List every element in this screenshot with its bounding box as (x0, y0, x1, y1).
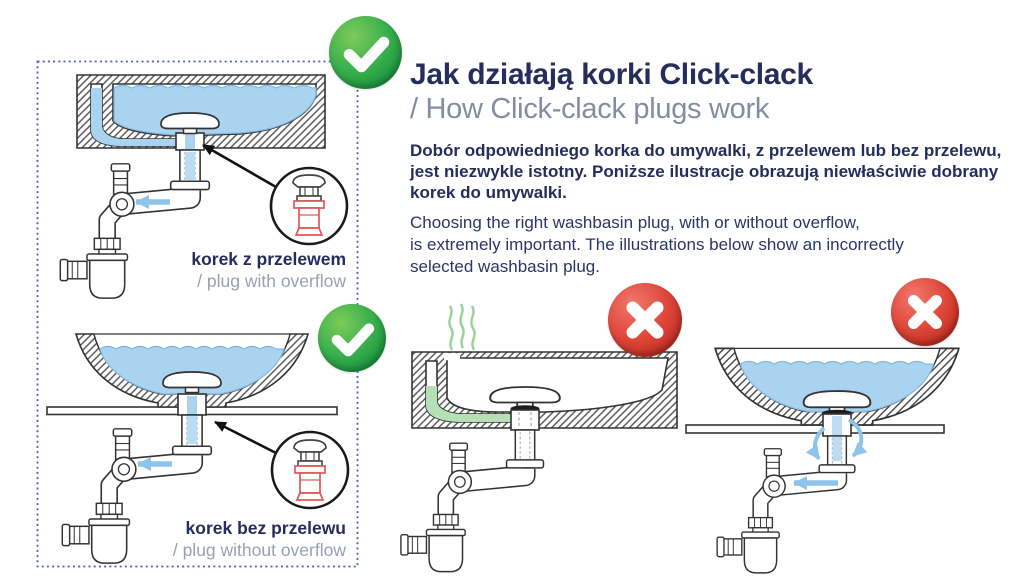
caption-plug-without-overflow: korek bez przelewu / plug without overfl… (118, 517, 346, 561)
page-title: Jak działają korki Click-clack (410, 58, 813, 91)
pointer-arrow (214, 420, 277, 455)
caption-label-pl: korek z przelewem (191, 249, 346, 269)
pointer-arrow (202, 143, 277, 189)
overflow-channel-water (91, 88, 176, 146)
drain-water (832, 416, 842, 435)
drain-water (185, 134, 195, 149)
caption-label-en: / plug without overflow (172, 540, 346, 560)
cross-icon (908, 295, 942, 329)
caption-label-en: / plug with overflow (197, 271, 346, 291)
incorrect-badge (608, 283, 682, 357)
intro-polish: Dobór odpowiedniego korka do umywalki, z… (410, 140, 1001, 203)
intro-english-line: Choosing the right washbasin plug, with … (410, 213, 860, 232)
check-icon (343, 36, 390, 73)
incorrect-badge (891, 278, 959, 346)
tailpipe-water (832, 437, 842, 461)
overflow-opening (444, 353, 460, 361)
illustration-plug-with-overflow (60, 74, 349, 298)
illustration-plug-without-overflow (46, 333, 350, 563)
drain-trap (401, 430, 544, 572)
illustration-overflow-basin-wrong-plug (401, 303, 678, 572)
cross-icon (626, 301, 664, 339)
drain-body (510, 409, 540, 431)
stagnant-water (426, 386, 511, 422)
intro-polish-line: korek do umywalki. (410, 183, 567, 202)
intro-polish-line: jest niezwykle istotny. Poniższe ilustra… (410, 162, 999, 181)
odour-lines (448, 303, 476, 351)
correct-badge (329, 16, 402, 89)
check-icon (331, 323, 375, 357)
tailpipe-water (187, 416, 197, 444)
leak-arrows (793, 418, 868, 490)
caption-label-pl: korek bez przelewu (185, 518, 346, 538)
countertop (685, 424, 945, 434)
tailpipe-water (185, 152, 195, 180)
caption-plug-with-overflow: korek z przelewem / plug with overflow (118, 248, 346, 292)
drain-water (187, 396, 197, 414)
intro-polish-line: Dobór odpowiedniego korka do umywalki, z… (410, 141, 1002, 160)
illustration-vessel-basin-wrong-plug (685, 347, 960, 572)
intro-english: Choosing the right washbasin plug, with … (410, 212, 904, 278)
clickclack-plug (489, 385, 561, 409)
correct-badge (318, 304, 386, 372)
intro-english-line: selected washbasin plug. (410, 257, 600, 276)
page-subtitle: / How Click-clack plugs work (410, 93, 770, 125)
intro-english-line: is extremely important. The illustration… (410, 235, 904, 254)
